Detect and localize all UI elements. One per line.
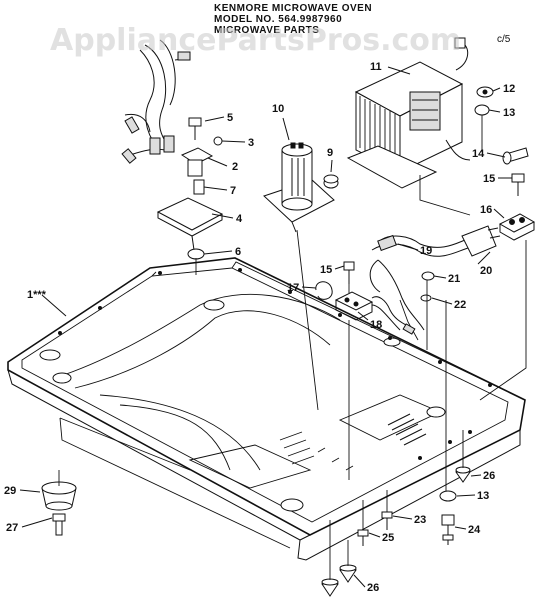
callout-29: 29: [4, 485, 16, 497]
power-plug: [461, 225, 497, 257]
callout-26-bottom: 26: [367, 582, 379, 594]
foot-hole: [426, 406, 446, 418]
screw-part-5: [188, 117, 202, 127]
washer-part-13: [474, 104, 490, 116]
callout-26-right: 26: [483, 470, 495, 482]
callout-1: 1***: [27, 289, 47, 301]
callout-5: 5: [227, 112, 233, 124]
diagram-header: KENMORE MICROWAVE OVEN MODEL NO. 564.998…: [214, 3, 372, 36]
watermark-text: AppliancePartsPros.com: [50, 23, 461, 58]
foot-part-29: [41, 481, 77, 511]
callout-19: 19: [420, 245, 432, 257]
callout-13-upper: 13: [503, 107, 515, 119]
foot-hole: [203, 299, 225, 311]
callout-11: 11: [370, 61, 382, 73]
callout-17: 17: [287, 282, 299, 294]
callout-27: 27: [6, 522, 18, 534]
transformer-coil: [409, 91, 441, 131]
callout-7: 7: [230, 185, 236, 197]
nut-part-21: [421, 271, 435, 281]
screw-part-7: [193, 179, 205, 195]
foot-hole: [280, 498, 304, 512]
header-section: MICROWAVE PARTS: [214, 25, 319, 36]
callout-4: 4: [236, 213, 243, 225]
screw-part-14: [502, 147, 529, 165]
screw-part-27: [52, 513, 66, 536]
callout-9: 9: [327, 147, 333, 159]
nut-part-9: [323, 174, 339, 189]
header-title: KENMORE MICROWAVE OVEN: [214, 3, 372, 14]
screw-part-3: [213, 136, 223, 146]
callout-20: 20: [480, 265, 492, 277]
callout-24: 24: [468, 524, 481, 536]
callout-21: 21: [448, 273, 460, 285]
foot-hole: [39, 349, 61, 361]
screw-part-15-right: [511, 173, 525, 196]
screw-part-15-left: [343, 261, 355, 293]
callout-2: 2: [232, 161, 238, 173]
wire-connector: [177, 51, 191, 61]
callout-25: 25: [382, 532, 394, 544]
callout-10: 10: [272, 103, 284, 115]
leader-lines: [19, 66, 512, 588]
wire-clip-part-17: [315, 281, 333, 300]
washer-part-13-lower: [439, 490, 457, 502]
callout-16: 16: [480, 204, 492, 216]
vent-slots: [387, 413, 427, 446]
cord-connector: [377, 234, 397, 252]
callout-22: 22: [454, 299, 466, 311]
bolt-part-24: [441, 514, 455, 545]
callout-6: 6: [235, 246, 241, 258]
wire-harness: [121, 39, 191, 164]
callout-18: 18: [370, 319, 382, 331]
foot-hole: [52, 372, 72, 384]
callout-3: 3: [248, 137, 254, 149]
capacitor-body: [281, 149, 313, 205]
nut-part-6: [187, 248, 205, 260]
callout-15-left: 15: [320, 264, 332, 276]
callout-labels: 1*** 2 3 4 5 6 7 9 10 11 12 13 13 14 15 …: [4, 61, 515, 594]
wire-connector: [149, 137, 161, 155]
power-cord: [369, 225, 501, 341]
interlock-switch-assembly: [156, 117, 224, 275]
switch-body: [187, 159, 203, 177]
capacitor: [263, 142, 335, 411]
page-marker: c/5: [497, 34, 511, 45]
callout-12: 12: [503, 83, 515, 95]
fuse-holder: [479, 213, 536, 401]
terminal-block: [334, 291, 416, 335]
washer-part-22: [420, 294, 432, 302]
foot-part-26-bottom-2: [321, 583, 339, 597]
wire-connector: [121, 148, 137, 164]
foot-hole: [383, 337, 401, 347]
wire-connector: [124, 116, 140, 134]
screw-part-23: [381, 511, 393, 530]
callout-13-lower: 13: [477, 490, 489, 502]
mounting-holes: [58, 268, 492, 460]
transformer-base: [346, 145, 438, 189]
transformer-laminations: [359, 96, 396, 166]
high-voltage-transformer: [346, 37, 471, 216]
callout-23: 23: [414, 514, 426, 526]
wire-connector: [163, 135, 175, 153]
callout-15-right: 15: [483, 173, 495, 185]
header-model: MODEL NO. 564.9987960: [214, 14, 342, 25]
screw-part-25: [357, 529, 369, 546]
base-plate: [7, 257, 526, 561]
foot-part-26-bottom: [339, 569, 357, 583]
callout-14: 14: [472, 148, 485, 160]
